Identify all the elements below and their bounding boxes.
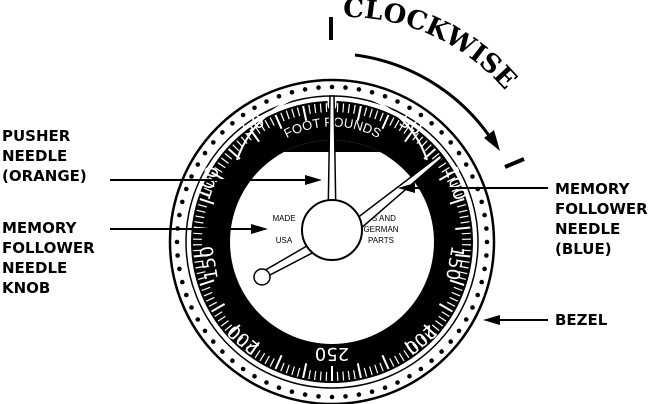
dial-number-250: 250 bbox=[315, 343, 349, 364]
bezel-knurl-dot bbox=[439, 130, 444, 135]
bezel-knurl-dot bbox=[482, 213, 487, 218]
bezel-knurl-dot bbox=[448, 339, 453, 344]
bezel-knurl-dot bbox=[303, 392, 308, 397]
bezel-knurl-dot bbox=[475, 293, 480, 298]
bezel-knurl-dot bbox=[290, 90, 295, 95]
bezel-knurl-dot bbox=[429, 121, 434, 126]
scale-tick bbox=[193, 233, 202, 234]
bezel-knurl-dot bbox=[189, 305, 194, 310]
scale-tick bbox=[320, 104, 321, 113]
bezel-leader-arrowhead bbox=[483, 315, 500, 325]
bezel-knurl-dot bbox=[484, 226, 489, 231]
scale-tick bbox=[343, 372, 344, 381]
bezel-callout: BEZEL bbox=[483, 311, 608, 329]
bezel-knurl-dot bbox=[189, 174, 194, 179]
bezel-knurl-dot bbox=[230, 358, 235, 363]
bezel-knurl-dot bbox=[230, 121, 235, 126]
bezel-knurl-dot bbox=[448, 140, 453, 145]
bezel-knurl-dot bbox=[343, 85, 348, 90]
bezel-knurl-dot bbox=[303, 87, 308, 92]
bezel-knurl-dot bbox=[316, 85, 321, 90]
memory-callout-line-3: NEEDLE bbox=[555, 220, 620, 238]
bezel-knurl-dot bbox=[252, 106, 257, 111]
memory-callout-line-2: FOLLOWER bbox=[555, 200, 648, 218]
knob-callout-line-1: MEMORY bbox=[2, 219, 78, 237]
bezel-knurl-dot bbox=[241, 367, 246, 372]
bezel-knurl-dot bbox=[184, 187, 189, 192]
bezel-knurl-dot bbox=[211, 140, 216, 145]
bezel-knurl-dot bbox=[419, 113, 424, 118]
parts-label: PARTS bbox=[368, 236, 394, 245]
pusher-callout-line-3: (ORANGE) bbox=[2, 167, 87, 185]
bezel-knurl-dot bbox=[357, 392, 362, 397]
bezel-knurl-dot bbox=[470, 305, 475, 310]
bezel-knurl-dot bbox=[357, 87, 362, 92]
bezel-knurl-dot bbox=[479, 200, 484, 205]
bezel-knurl-dot bbox=[482, 267, 487, 272]
bezel-knurl-dot bbox=[383, 94, 388, 99]
bezel-knurl-dot bbox=[220, 130, 225, 135]
bezel-knurl-dot bbox=[177, 213, 182, 218]
bezel-knurl-dot bbox=[220, 349, 225, 354]
bezel-knurl-dot bbox=[196, 317, 201, 322]
bezel-knurl-dot bbox=[464, 162, 469, 167]
bezel-knurl-dot bbox=[175, 240, 180, 245]
knob-callout-line-3: NEEDLE bbox=[2, 259, 67, 277]
bezel-knurl-dot bbox=[457, 151, 462, 156]
bezel-knurl-dot bbox=[203, 151, 208, 156]
bezel-knurl-dot bbox=[175, 253, 180, 258]
bezel-knurl-dot bbox=[395, 380, 400, 385]
bezel-knurl-dot bbox=[395, 99, 400, 104]
bezel-knurl-dot bbox=[479, 280, 484, 285]
memory-callout-line-1: MEMORY bbox=[555, 180, 631, 198]
made-label: MADE bbox=[272, 214, 295, 223]
bezel-knurl-dot bbox=[180, 200, 185, 205]
pusher-callout-line-2: NEEDLE bbox=[2, 147, 67, 165]
scale-tick bbox=[343, 104, 344, 113]
center-hub bbox=[302, 200, 362, 260]
bezel-knurl-dot bbox=[264, 380, 269, 385]
bezel-knurl-dot bbox=[439, 349, 444, 354]
bezel-knurl-dot bbox=[196, 162, 201, 167]
bezel-knurl-dot bbox=[485, 240, 490, 245]
bezel-knurl-dot bbox=[290, 389, 295, 394]
knob-callout-line-2: FOLLOWER bbox=[2, 239, 95, 257]
bezel-callout-label: BEZEL bbox=[555, 311, 608, 329]
bezel-knurl-dot bbox=[464, 317, 469, 322]
bezel-knurl-dot bbox=[343, 394, 348, 399]
bezel-knurl-dot bbox=[180, 280, 185, 285]
bezel-knurl-dot bbox=[484, 253, 489, 258]
bezel-knurl-dot bbox=[184, 293, 189, 298]
bezel-knurl-dot bbox=[370, 389, 375, 394]
bezel-knurl-dot bbox=[429, 358, 434, 363]
bezel-knurl-dot bbox=[330, 395, 335, 400]
usa-label: USA bbox=[276, 236, 293, 245]
bezel-knurl-dot bbox=[211, 339, 216, 344]
memory-follower-needle-knob bbox=[254, 269, 270, 285]
end-index-mark bbox=[505, 159, 524, 167]
bezel-knurl-dot bbox=[316, 394, 321, 399]
bezel-knurl-dot bbox=[383, 385, 388, 390]
bezel-knurl-dot bbox=[457, 329, 462, 334]
memory-callout-line-4: (BLUE) bbox=[555, 240, 612, 258]
scale-tick bbox=[320, 372, 321, 381]
bezel-knurl-dot bbox=[252, 374, 257, 379]
bezel-knurl-dot bbox=[203, 329, 208, 334]
knob-callout-line-4: KNOB bbox=[2, 279, 50, 297]
bezel-knurl-dot bbox=[330, 85, 335, 90]
bezel-knurl-dot bbox=[407, 106, 412, 111]
german-label: GERMAN bbox=[363, 225, 398, 234]
bezel-knurl-dot bbox=[407, 374, 412, 379]
pusher-callout-line-1: PUSHER bbox=[2, 127, 71, 145]
bezel-knurl-dot bbox=[177, 267, 182, 272]
bezel-knurl-dot bbox=[370, 90, 375, 95]
bezel-knurl-dot bbox=[264, 99, 269, 104]
bezel-knurl-dot bbox=[419, 367, 424, 372]
bezel-knurl-dot bbox=[470, 174, 475, 179]
scale-tick bbox=[462, 233, 471, 234]
bezel-knurl-dot bbox=[241, 113, 246, 118]
bezel-knurl-dot bbox=[277, 385, 282, 390]
bezel-knurl-dot bbox=[277, 94, 282, 99]
